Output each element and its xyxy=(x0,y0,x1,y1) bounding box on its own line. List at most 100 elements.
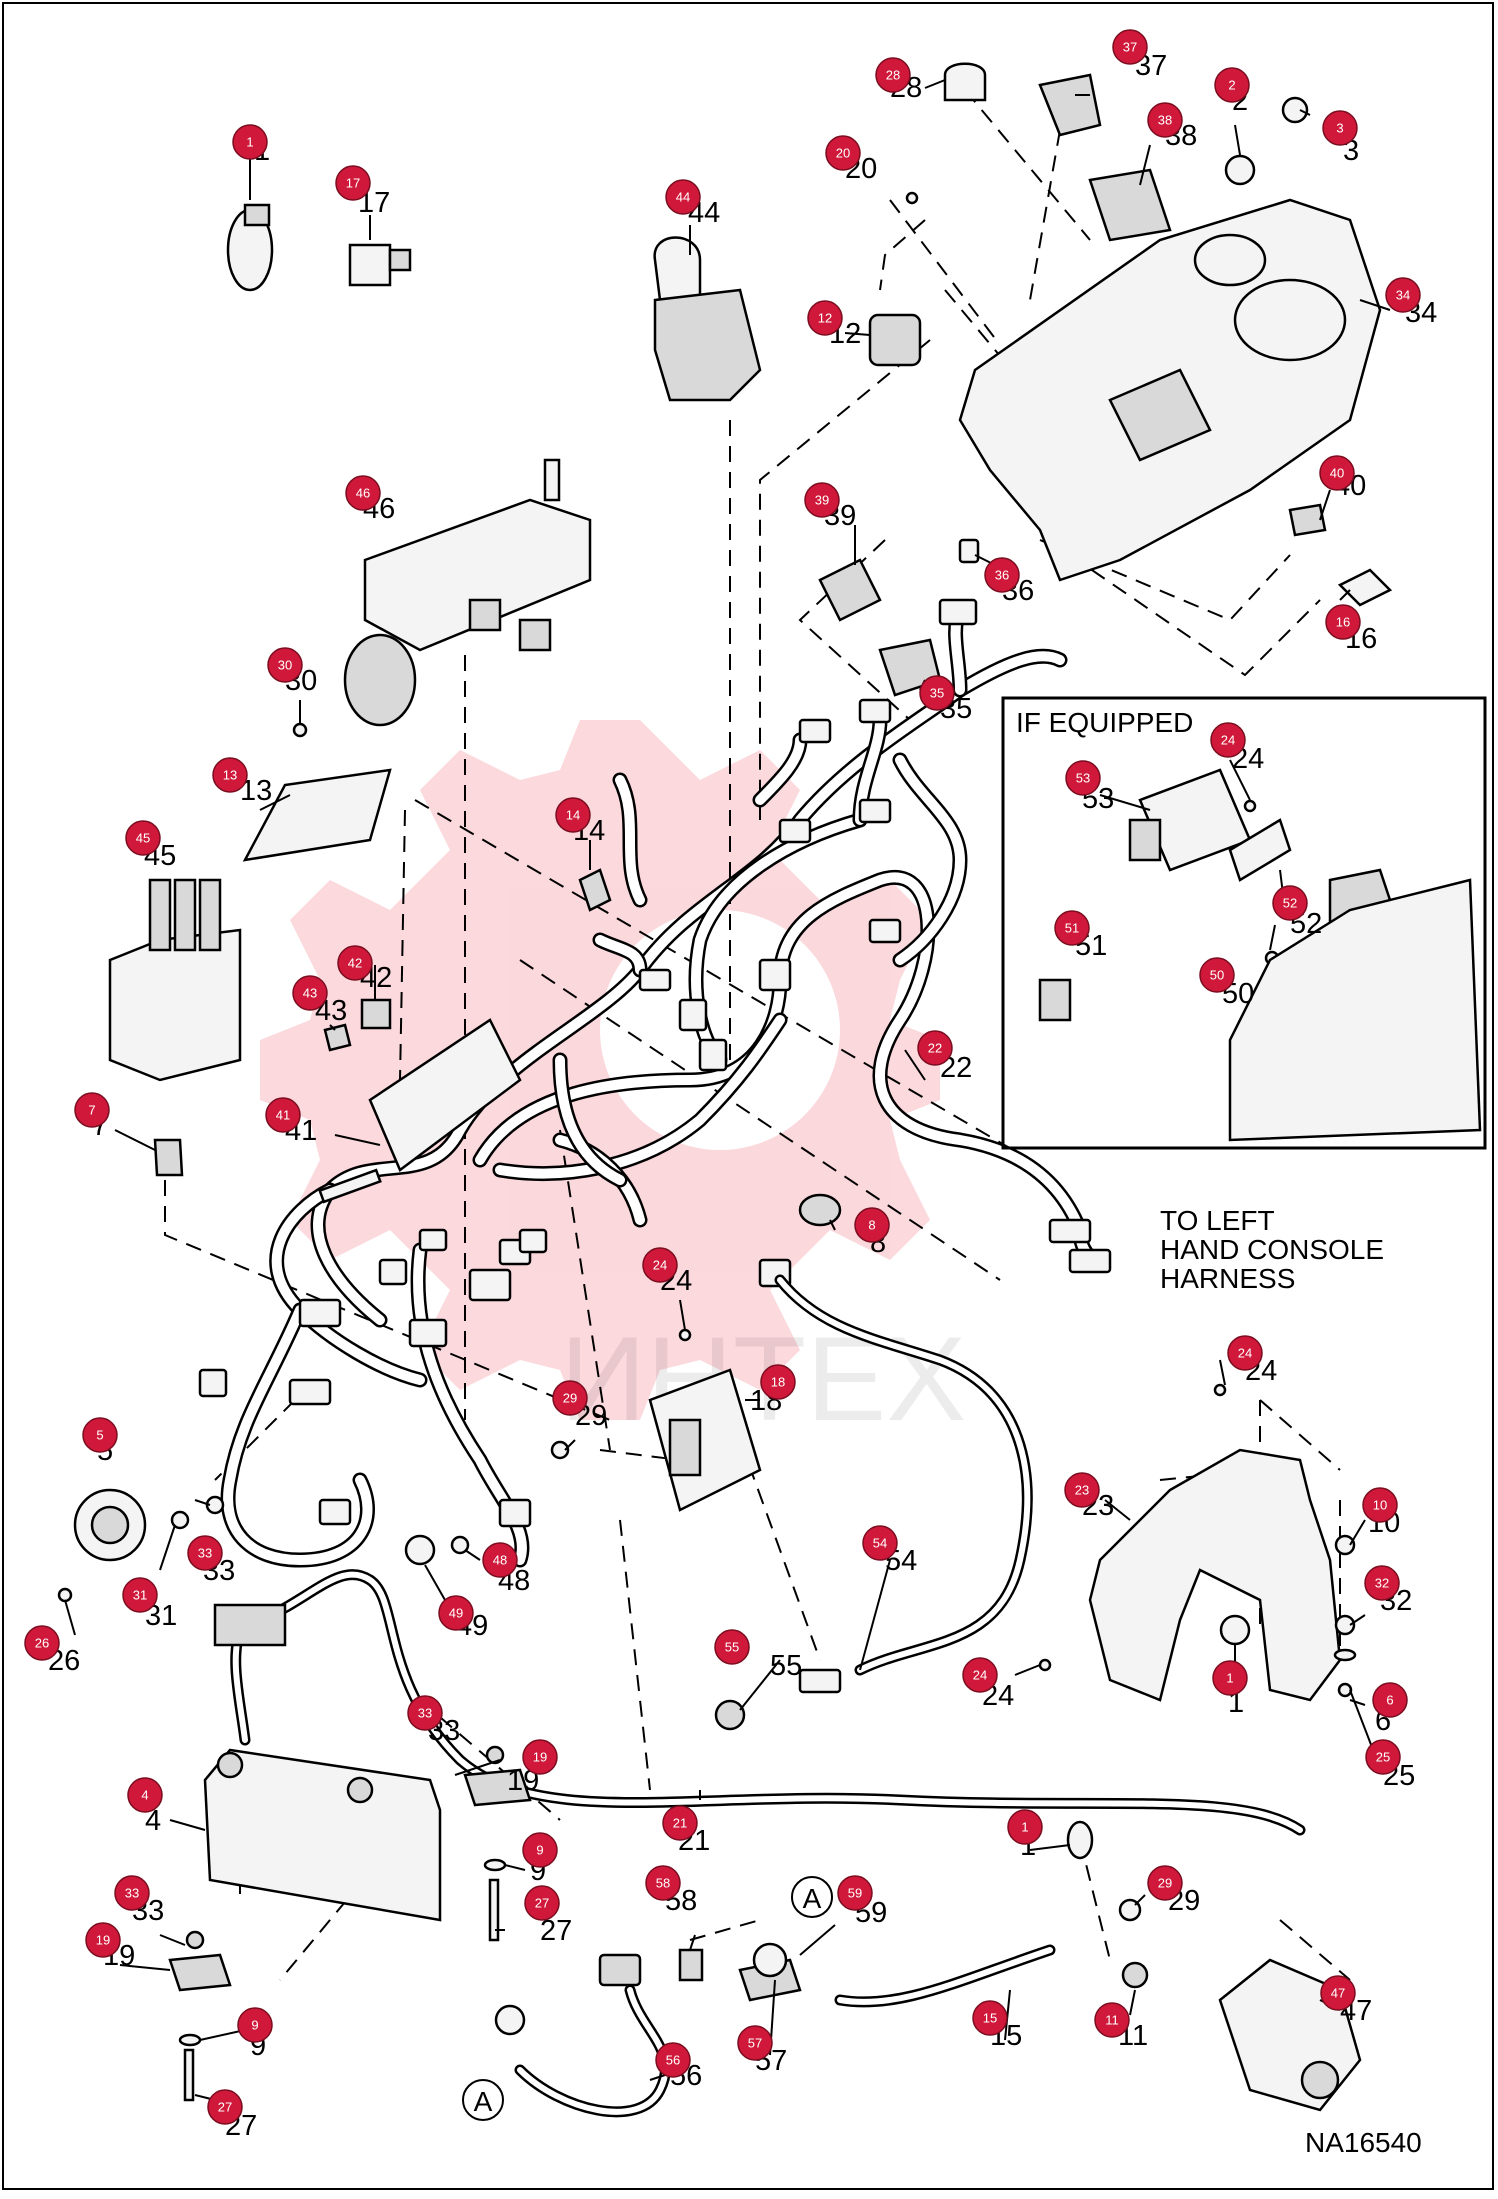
svg-text:2: 2 xyxy=(1228,78,1235,93)
callout-19: 19 xyxy=(522,1739,558,1775)
callout-36: 36 xyxy=(984,557,1020,593)
callout-58: 58 xyxy=(645,1865,681,1901)
svg-text:31: 31 xyxy=(133,1588,147,1603)
svg-text:8: 8 xyxy=(868,1218,875,1233)
svg-text:19: 19 xyxy=(533,1750,547,1765)
svg-text:A: A xyxy=(474,2086,493,2117)
callout-12: 12 xyxy=(807,300,843,336)
callout-18: 18 xyxy=(760,1364,796,1400)
harness-note: TO LEFT HAND CONSOLE HARNESS xyxy=(1160,1205,1384,1294)
callout-48: 48 xyxy=(482,1542,518,1578)
if-equipped-inset: IF EQUIPPED xyxy=(1001,696,1487,1150)
callout-15: 15 xyxy=(972,2000,1008,2036)
callout-56: 56 xyxy=(655,2042,691,2078)
svg-text:15: 15 xyxy=(983,2011,997,2026)
svg-text:10: 10 xyxy=(1373,1498,1387,1513)
callout-9b: 9 xyxy=(237,2007,273,2043)
svg-text:59: 59 xyxy=(848,1886,862,1901)
callout-24d: 24 xyxy=(1210,722,1246,758)
svg-text:55: 55 xyxy=(725,1640,739,1655)
svg-text:39: 39 xyxy=(815,493,829,508)
callout-24c: 24 xyxy=(962,1657,998,1693)
callout-8: 8 xyxy=(854,1207,890,1243)
callout-28: 28 xyxy=(875,57,911,93)
leader-lines xyxy=(64,79,1391,2101)
callout-32: 32 xyxy=(1364,1565,1400,1601)
callout-54: 54 xyxy=(862,1525,898,1561)
svg-text:1: 1 xyxy=(246,135,253,150)
svg-text:33: 33 xyxy=(125,1886,139,1901)
svg-text:24: 24 xyxy=(973,1668,987,1683)
callout-20: 20 xyxy=(825,135,861,171)
callout-55: 55 xyxy=(714,1629,750,1665)
callout-44: 44 xyxy=(665,179,701,215)
svg-text:33: 33 xyxy=(418,1706,432,1721)
note-line-2: HAND CONSOLE xyxy=(1160,1234,1384,1265)
svg-text:29: 29 xyxy=(563,1391,577,1406)
callout-41: 41 xyxy=(265,1097,301,1133)
svg-text:40: 40 xyxy=(1330,466,1344,481)
svg-text:26: 26 xyxy=(35,1636,49,1651)
callout-42: 42 xyxy=(337,945,373,981)
view-marker-a-top: A xyxy=(791,1876,833,1918)
callout-35: 35 xyxy=(919,675,955,711)
svg-text:1: 1 xyxy=(1226,1671,1233,1686)
svg-text:9: 9 xyxy=(536,1843,543,1858)
svg-text:6: 6 xyxy=(1386,1693,1393,1708)
svg-text:37: 37 xyxy=(1123,40,1137,55)
svg-text:30: 30 xyxy=(278,658,292,673)
svg-text:24: 24 xyxy=(1221,733,1235,748)
callout-2: 2 xyxy=(1214,67,1250,103)
svg-text:27: 27 xyxy=(218,2100,232,2115)
callout-51: 51 xyxy=(1054,910,1090,946)
callout-34: 34 xyxy=(1385,277,1421,313)
callout-16: 16 xyxy=(1325,604,1361,640)
svg-text:23: 23 xyxy=(1075,1483,1089,1498)
svg-text:24: 24 xyxy=(1238,1346,1252,1361)
callout-4: 4 xyxy=(127,1777,163,1813)
callout-26: 26 xyxy=(24,1625,60,1661)
svg-text:11: 11 xyxy=(1105,2013,1119,2028)
svg-text:44: 44 xyxy=(676,190,690,205)
callout-1: 1 xyxy=(232,124,268,160)
svg-text:22: 22 xyxy=(928,1041,942,1056)
callout-49: 49 xyxy=(438,1595,474,1631)
callout-1c: 1 xyxy=(1007,1809,1043,1845)
callout-45: 45 xyxy=(125,820,161,856)
svg-text:45: 45 xyxy=(136,831,150,846)
svg-text:35: 35 xyxy=(930,686,944,701)
callout-53: 53 xyxy=(1065,760,1101,796)
callout-badges: 1 17 44 28 37 38 2 3 20 12 34 46 39 36 4… xyxy=(24,29,1421,2125)
svg-text:55: 55 xyxy=(770,1650,802,1682)
callout-37: 37 xyxy=(1112,29,1148,65)
svg-text:50: 50 xyxy=(1210,968,1224,983)
svg-text:28: 28 xyxy=(886,68,900,83)
svg-text:7: 7 xyxy=(88,1103,95,1118)
svg-text:38: 38 xyxy=(1158,113,1172,128)
callout-1b: 1 xyxy=(1212,1660,1248,1696)
svg-text:42: 42 xyxy=(348,956,362,971)
callout-17: 17 xyxy=(335,165,371,201)
svg-text:48: 48 xyxy=(493,1553,507,1568)
svg-text:51: 51 xyxy=(1065,921,1079,936)
svg-text:20: 20 xyxy=(836,146,850,161)
svg-text:56: 56 xyxy=(666,2053,680,2068)
callout-24b: 24 xyxy=(1227,1335,1263,1371)
callout-24: 24 xyxy=(642,1247,678,1283)
callout-25: 25 xyxy=(1365,1739,1401,1775)
callout-46: 46 xyxy=(345,475,381,511)
callout-27: 27 xyxy=(524,1885,560,1921)
svg-text:17: 17 xyxy=(346,176,360,191)
callout-11: 11 xyxy=(1094,2002,1130,2038)
view-marker-a-bottom: A xyxy=(462,2079,504,2121)
svg-text:1: 1 xyxy=(1021,1820,1028,1835)
callout-29b: 29 xyxy=(1147,1865,1183,1901)
svg-text:A: A xyxy=(803,1883,822,1914)
svg-text:18: 18 xyxy=(771,1375,785,1390)
callout-50: 50 xyxy=(1199,957,1235,993)
svg-text:24: 24 xyxy=(653,1258,667,1273)
cables xyxy=(230,1274,1306,2118)
